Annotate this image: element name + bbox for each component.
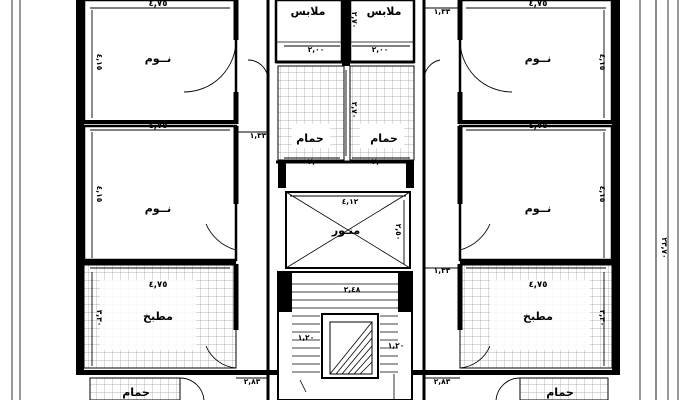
label-bed-top-left: نــوم [145,52,172,65]
dim-mid-side-right: ١,٣٣ [434,266,451,275]
dimension-labels: ٤,٧٥ ٤,٧٥ ٤,٧٥ ٤,٧٥ ٤,٧٥ ٤,٧٥ ٤,١٥ ٤,١٥ … [95,0,669,386]
bath-center-right [349,65,415,161]
bedroom-top-right [457,0,614,124]
kitchen-left [83,262,239,369]
label-closet-left: ملابس [291,5,326,18]
label-kitchen-right: مطبخ [523,310,553,323]
dim-closet-left-width: ٢,٠٠ [308,45,325,54]
dim-height-top-left: ٤,١٥ [95,54,104,71]
dim-height-kitchen-right: ٣,٣٠ [598,310,607,327]
dim-width-kitchen-left: ٤,٧٥ [149,280,168,290]
dim-bottom-side-left: ٢,٨٣ [244,377,261,386]
stair-core [277,271,413,400]
dim-height-mid-right: ٤,١٥ [598,186,607,203]
dim-width-top-left: ٤,٧٥ [149,0,168,9]
dim-shaft-height: ٢,٥٠ [394,224,403,241]
bedroom-mid-left [82,124,239,263]
closet-left [274,0,344,64]
label-bath-bottom-right: حمام [546,386,574,399]
dim-total-height: ٢٣,٧٠ [660,237,669,258]
bedroom-mid-right [457,124,614,263]
dim-bath-left-width: ٢,٠٠ [308,157,325,166]
bath-bottom-left [89,377,205,400]
dim-top-side-right: ١,٣٣ [434,7,451,16]
dim-shaft-width: ٤,١٢ [342,197,359,206]
dim-bottom-side-right: ٢,٨٣ [434,377,451,386]
label-bed-top-right: نــوم [525,52,552,65]
left-corridor [247,0,270,400]
dimension-lines [90,0,657,400]
dim-height-top-right: ٤,١٥ [598,54,607,71]
dim-stair-b: ١,٢٠ [388,341,405,350]
label-kitchen-left: مطبخ [143,310,173,323]
kitchen-right [457,262,613,369]
right-corridor [422,0,441,400]
stair-treads [292,283,398,373]
label-bath-center-right: حمام [370,132,398,145]
bedroom-top-left [82,0,239,124]
stair-well [321,313,379,379]
room-labels: نــوم نــوم نــوم نــوم ملابس ملابس حمام… [122,5,574,399]
label-bath-center-left: حمام [296,132,324,145]
label-closet-right: ملابس [367,5,402,18]
dim-width-top-right: ٤,٧٥ [529,0,548,9]
dim-top-side-left: ١,٣٣ [250,131,267,140]
dim-stair-a: ١,٢٠ [298,333,315,342]
dim-bath-right-width: ٢,٠٠ [372,157,389,166]
dim-closet-side: ٢,٧٠ [350,12,359,29]
dim-width-mid-right: ٤,٧٥ [529,121,548,131]
label-bed-mid-left: نــوم [145,202,172,215]
dim-width-kitchen-right: ٤,٧٥ [529,280,548,290]
dim-stair-width: ٢,٤٨ [344,285,361,294]
outer-boundary [11,0,679,400]
bath-center-left [277,65,345,161]
dim-height-kitchen-left: ٣,٣٠ [95,310,104,327]
dim-height-mid-left: ٤,١٥ [95,186,104,203]
dim-width-mid-left: ٤,٧٥ [149,121,168,131]
bath-bottom-right [495,377,609,400]
label-bath-bottom-left: حمام [122,386,150,399]
label-shaft: منـور [331,224,360,237]
center-partition [342,0,350,66]
dim-bath-height: ٢,٧٠ [350,102,359,119]
label-bed-mid-right: نــوم [525,202,552,215]
dim-closet-right-width: ٢,٠٠ [372,45,389,54]
light-shaft [285,191,411,269]
